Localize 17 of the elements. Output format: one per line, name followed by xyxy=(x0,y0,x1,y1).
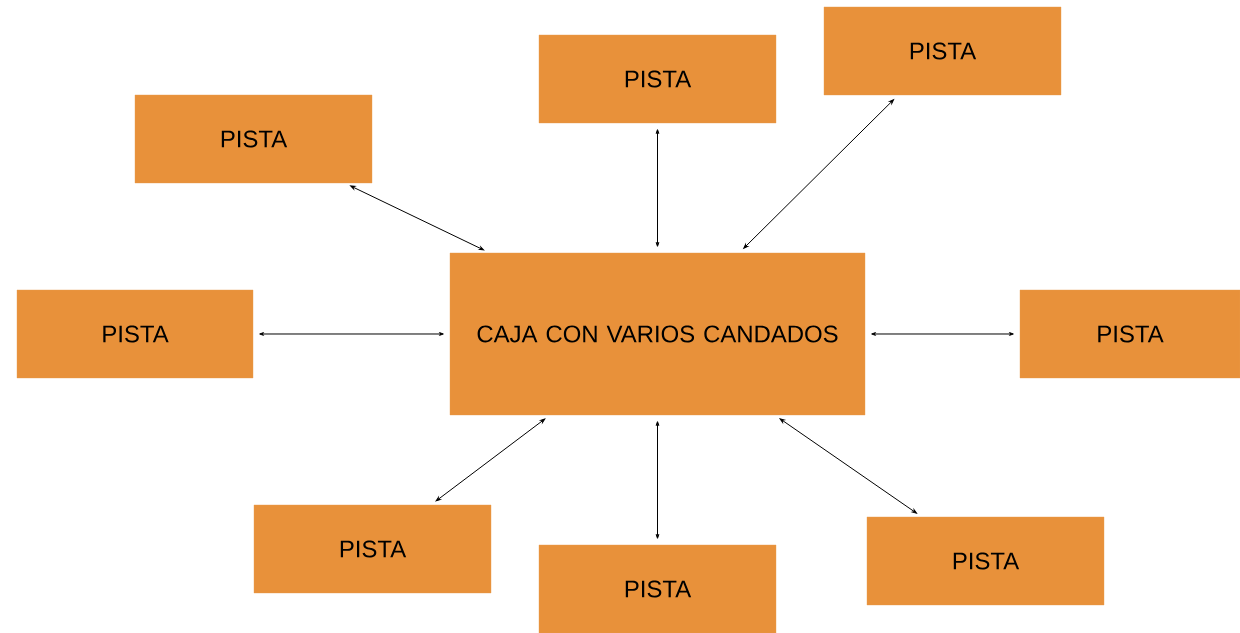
clue-box: PISTA xyxy=(134,94,373,184)
arrow xyxy=(779,418,917,514)
clue-box: PISTA xyxy=(253,504,492,594)
arrow xyxy=(259,332,444,336)
clue-box: PISTA xyxy=(538,544,777,633)
clue-box: PISTA xyxy=(866,516,1105,606)
arrow xyxy=(350,185,485,251)
clue-box: PISTA xyxy=(1019,289,1240,379)
arrow xyxy=(435,418,546,502)
central-box: CAJA CON VARIOS CANDADOS xyxy=(449,252,866,416)
clue-box: PISTA xyxy=(16,289,254,379)
clue-box: PISTA xyxy=(538,34,777,124)
arrow xyxy=(655,421,660,539)
arrow xyxy=(655,129,660,247)
arrow xyxy=(743,99,895,249)
clue-box: PISTA xyxy=(823,6,1062,96)
arrow xyxy=(871,332,1014,336)
